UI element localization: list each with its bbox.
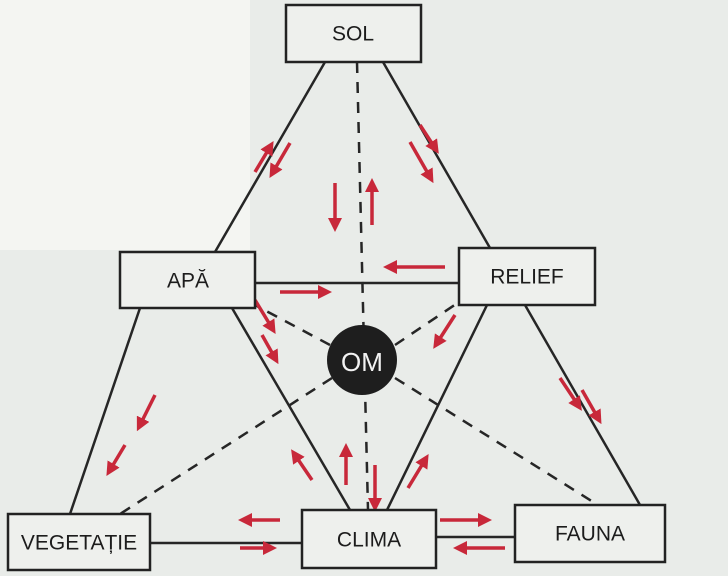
link-sol-relief bbox=[381, 61, 492, 249]
influence-arrow bbox=[433, 314, 457, 349]
dashed-sol-clima bbox=[355, 61, 370, 511]
link-sol-apa bbox=[213, 61, 327, 253]
link-apa-vegetatie bbox=[68, 307, 142, 515]
influence-arrow bbox=[136, 394, 157, 432]
node-vegetatie: VEGETAȚIE bbox=[6, 512, 152, 572]
influence-arrow bbox=[269, 142, 292, 179]
influence-arrow bbox=[418, 124, 439, 154]
node-om: OM bbox=[327, 325, 397, 395]
node-fauna: FAUNA bbox=[513, 503, 667, 564]
node-label: FAUNA bbox=[555, 523, 625, 546]
influence-arrow bbox=[260, 334, 279, 365]
link-relief-fauna bbox=[523, 304, 642, 506]
influence-arrow bbox=[291, 449, 314, 481]
influence-arrow bbox=[408, 141, 434, 184]
node-label: APĂ bbox=[167, 270, 209, 293]
influence-arrow bbox=[253, 299, 276, 334]
dashed-om-vegetatie bbox=[119, 376, 333, 516]
node-label: VEGETAȚIE bbox=[21, 532, 137, 555]
influence-arrow bbox=[406, 454, 429, 489]
link-relief-clima bbox=[385, 304, 489, 511]
dashed-om-apa bbox=[254, 303, 331, 347]
node-relief: RELIEF bbox=[457, 246, 597, 307]
paper-background bbox=[0, 0, 250, 250]
dashed-om-relief bbox=[394, 298, 463, 347]
node-apa: APĂ bbox=[118, 250, 257, 310]
dashed-om-fauna bbox=[394, 376, 599, 507]
node-sol: SOL bbox=[284, 3, 423, 64]
node-clima: CLIMA bbox=[300, 508, 438, 570]
node-label: RELIEF bbox=[490, 266, 564, 289]
node-label: CLIMA bbox=[337, 529, 401, 552]
influence-arrow bbox=[580, 389, 602, 425]
om-label: OM bbox=[341, 347, 383, 377]
node-label: SOL bbox=[332, 23, 374, 46]
influence-arrow bbox=[558, 377, 582, 411]
influence-arrow bbox=[106, 444, 127, 477]
influence-arrow bbox=[253, 140, 274, 173]
link-apa-clima bbox=[230, 307, 352, 511]
